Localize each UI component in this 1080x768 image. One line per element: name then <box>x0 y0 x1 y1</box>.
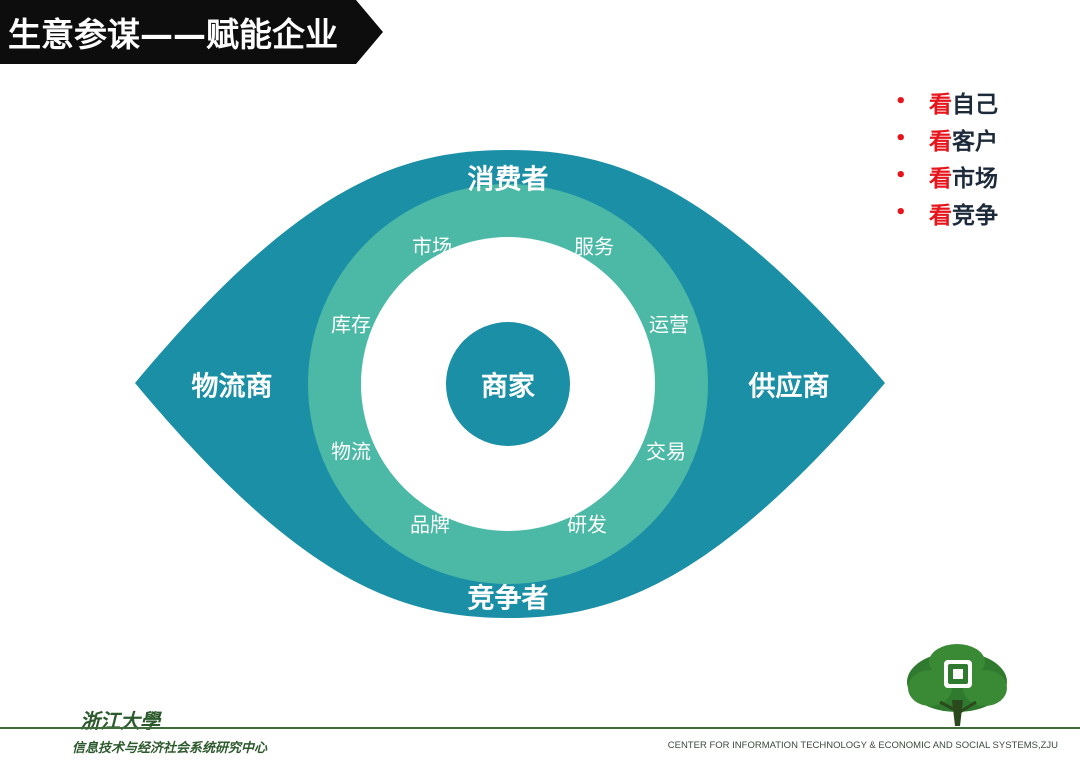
bullet-highlight: 看 <box>929 202 952 229</box>
title-bar: 生意参谋——赋能企业 <box>0 0 385 64</box>
bullet-dot-icon: • <box>895 128 907 149</box>
bullet-highlight: 看 <box>929 165 952 192</box>
title-arrow-shape <box>0 0 383 64</box>
ring-label-logistics: 物流 <box>331 439 371 464</box>
bullet-text: 竞争 <box>952 202 998 229</box>
ring-label-brand: 品牌 <box>410 512 450 537</box>
zju-calligraphy-logo: 浙江大學 <box>80 709 160 733</box>
label-logistics-provider: 物流商 <box>191 371 273 403</box>
bullet-item: • 看 自己 <box>895 83 998 120</box>
ring-label-market: 市场 <box>412 234 452 259</box>
ring-label-service: 服务 <box>574 234 614 259</box>
bullet-dot-icon: • <box>895 91 907 112</box>
bullet-highlight: 看 <box>929 128 952 155</box>
bullet-dot-icon: • <box>895 165 907 186</box>
label-competitor: 竞争者 <box>467 583 549 615</box>
footer-center-name-en: CENTER FOR INFORMATION TECHNOLOGY & ECON… <box>667 740 1058 751</box>
ring-label-trade: 交易 <box>646 439 686 464</box>
footer-center-name-cn: 信息技术与经济社会系统研究中心 <box>72 741 268 756</box>
footer-divider <box>0 727 1080 729</box>
ring-label-inventory: 库存 <box>331 312 371 337</box>
label-consumer: 消费者 <box>467 164 549 196</box>
bullet-text: 客户 <box>952 128 998 155</box>
ring-label-operation: 运营 <box>649 312 689 337</box>
bullet-highlight: 看 <box>929 91 952 118</box>
eye-pupil <box>446 322 570 446</box>
label-merchant: 商家 <box>481 371 535 403</box>
page-title: 生意参谋——赋能企业 <box>8 15 338 54</box>
bullet-list: • 看 自己 • 看 客户 • 看 市场 • 看 竞争 <box>895 83 998 231</box>
bullet-text: 市场 <box>952 165 998 192</box>
ring-label-rnd: 研发 <box>567 512 607 537</box>
bullet-item: • 看 客户 <box>895 120 998 157</box>
bullet-dot-icon: • <box>895 202 907 223</box>
bullet-item: • 看 竞争 <box>895 194 998 231</box>
label-supplier: 供应商 <box>748 371 830 403</box>
bullet-item: • 看 市场 <box>895 157 998 194</box>
tree-logo-icon <box>907 644 1007 726</box>
bullet-text: 自己 <box>952 91 998 118</box>
